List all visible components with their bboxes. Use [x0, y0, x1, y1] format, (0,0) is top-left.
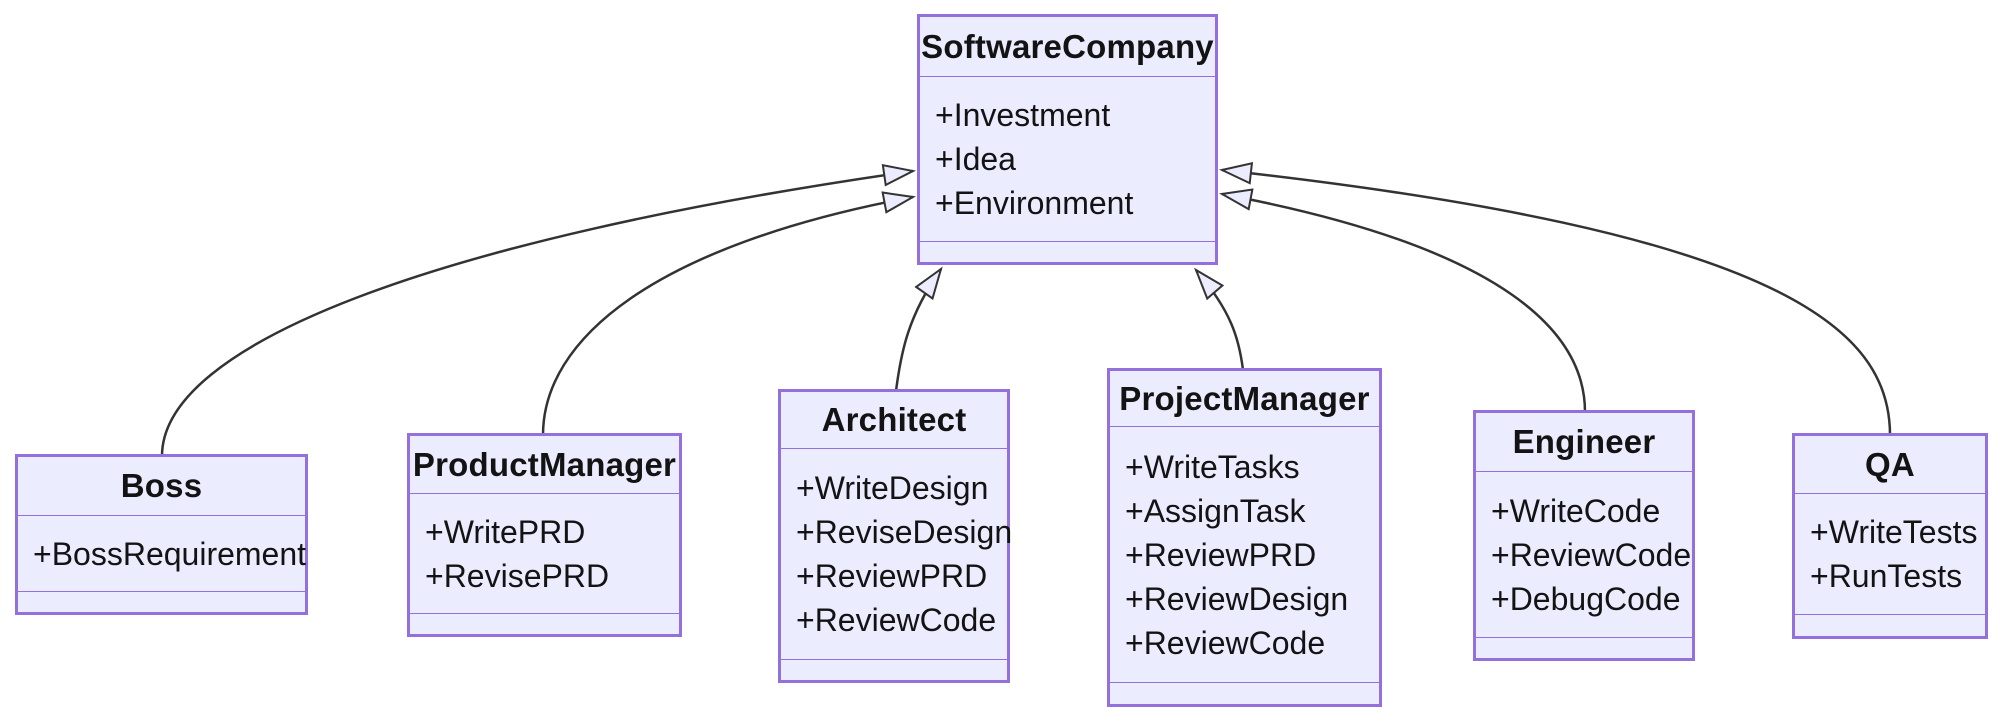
class-node-softwarecompany: SoftwareCompany +Investment +Idea +Envir…: [917, 14, 1218, 265]
class-attributes-productmanager: +WritePRD +RevisePRD: [410, 494, 679, 614]
class-methods-empty-qa: [1795, 615, 1985, 636]
class-attribute: +WriteTests: [1810, 514, 1978, 550]
edge-qa-extends-softwarecompany: [1222, 170, 1892, 436]
class-name-softwarecompany: SoftwareCompany: [920, 17, 1215, 77]
class-methods-empty-engineer: [1476, 638, 1692, 658]
class-node-qa: QA +WriteTests +RunTests: [1792, 433, 1988, 639]
class-name-architect: Architect: [781, 392, 1007, 449]
class-methods-empty-projectmanager: [1110, 683, 1379, 704]
class-attributes-architect: +WriteDesign +ReviseDesign +ReviewPRD +R…: [781, 449, 1013, 660]
class-attributes-engineer: +WriteCode +ReviewCode +DebugCode: [1476, 472, 1692, 638]
edge-engineer-extends-softwarecompany: [1222, 194, 1587, 413]
class-attribute: +ReviewCode: [796, 602, 997, 638]
class-attribute: +WritePRD: [425, 513, 586, 550]
class-attributes-boss: +BossRequirement: [18, 516, 307, 592]
class-node-boss: Boss +BossRequirement: [15, 454, 308, 615]
edge-productmanager-extends-softwarecompany: [541, 197, 913, 436]
edge-boss-extends-softwarecompany: [160, 171, 913, 457]
class-attribute: +AssignTask: [1125, 492, 1306, 529]
class-node-engineer: Engineer +WriteCode +ReviewCode +DebugCo…: [1473, 410, 1695, 661]
class-attribute: +BossRequirement: [33, 535, 307, 572]
class-methods-empty-productmanager: [410, 614, 679, 634]
class-node-projectmanager: ProjectManager +WriteTasks +AssignTask +…: [1107, 368, 1382, 707]
class-methods-empty-architect: [781, 660, 1007, 680]
class-attributes-projectmanager: +WriteTasks +AssignTask +ReviewPRD +Revi…: [1110, 427, 1379, 683]
class-name-productmanager: ProductManager: [410, 436, 679, 494]
class-attribute: +WriteDesign: [796, 470, 989, 506]
class-attributes-softwarecompany: +Investment +Idea +Environment: [920, 77, 1215, 242]
class-name-boss: Boss: [18, 457, 305, 516]
class-attributes-qa: +WriteTests +RunTests: [1795, 494, 1985, 615]
class-attribute: +WriteTasks: [1125, 448, 1300, 485]
class-attribute: +RevisePRD: [425, 557, 610, 594]
class-attribute: +Environment: [935, 185, 1134, 221]
class-attribute: +Idea: [935, 141, 1016, 177]
edge-architect-extends-softwarecompany: [894, 269, 941, 392]
class-attribute: +ReviewDesign: [1125, 580, 1349, 617]
class-methods-empty-softwarecompany: [920, 242, 1215, 262]
class-attribute: +RunTests: [1810, 558, 1963, 594]
class-attribute: +ReviewPRD: [796, 558, 988, 594]
edge-projectmanager-extends-softwarecompany: [1196, 270, 1245, 371]
class-attribute: +WriteCode: [1491, 492, 1661, 529]
class-name-qa: QA: [1795, 436, 1985, 494]
class-attribute: +ReviseDesign: [796, 514, 1013, 550]
class-attribute: +ReviewCode: [1491, 536, 1692, 573]
class-attribute: +DebugCode: [1491, 580, 1681, 617]
class-attribute: +ReviewCode: [1125, 624, 1326, 661]
class-attribute: +Investment: [935, 97, 1111, 133]
class-name-projectmanager: ProjectManager: [1110, 371, 1379, 427]
class-methods-empty-boss: [18, 592, 305, 612]
class-node-productmanager: ProductManager +WritePRD +RevisePRD: [407, 433, 682, 637]
class-name-engineer: Engineer: [1476, 413, 1692, 472]
class-node-architect: Architect +WriteDesign +ReviseDesign +Re…: [778, 389, 1013, 683]
class-attribute: +ReviewPRD: [1125, 536, 1317, 573]
